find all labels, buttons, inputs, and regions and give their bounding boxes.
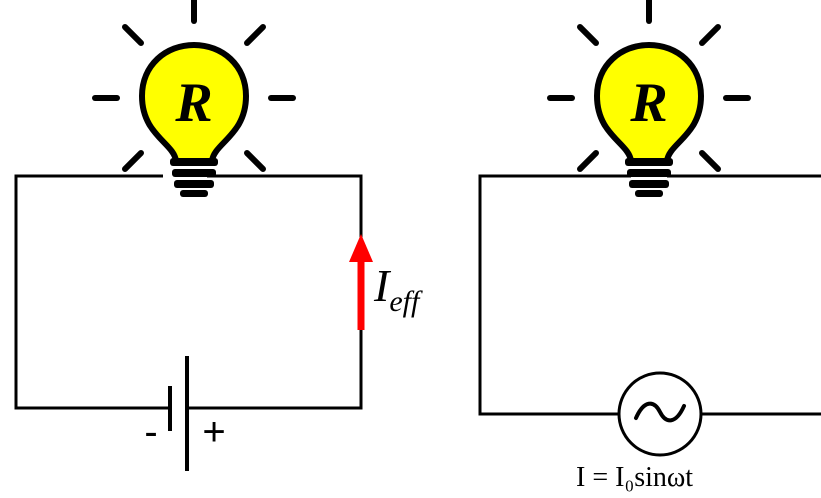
battery-minus-label: - [144,410,157,454]
ac-source-icon [617,371,703,457]
right-bulb-label: R [629,72,667,134]
current-arrow-icon [349,234,373,330]
ac-circuit-wire [478,174,821,416]
battery-plus-label: + [202,410,225,454]
left-bulb-label: R [174,72,212,134]
battery-icon [168,356,189,471]
ac-current-equation: I = I₀sinωt [576,462,693,493]
ac-circuit: R I = I₀sinωt [478,0,821,493]
dc-circuit: R - + Ieff [14,0,423,471]
effective-current-label: Ieff [373,260,423,318]
